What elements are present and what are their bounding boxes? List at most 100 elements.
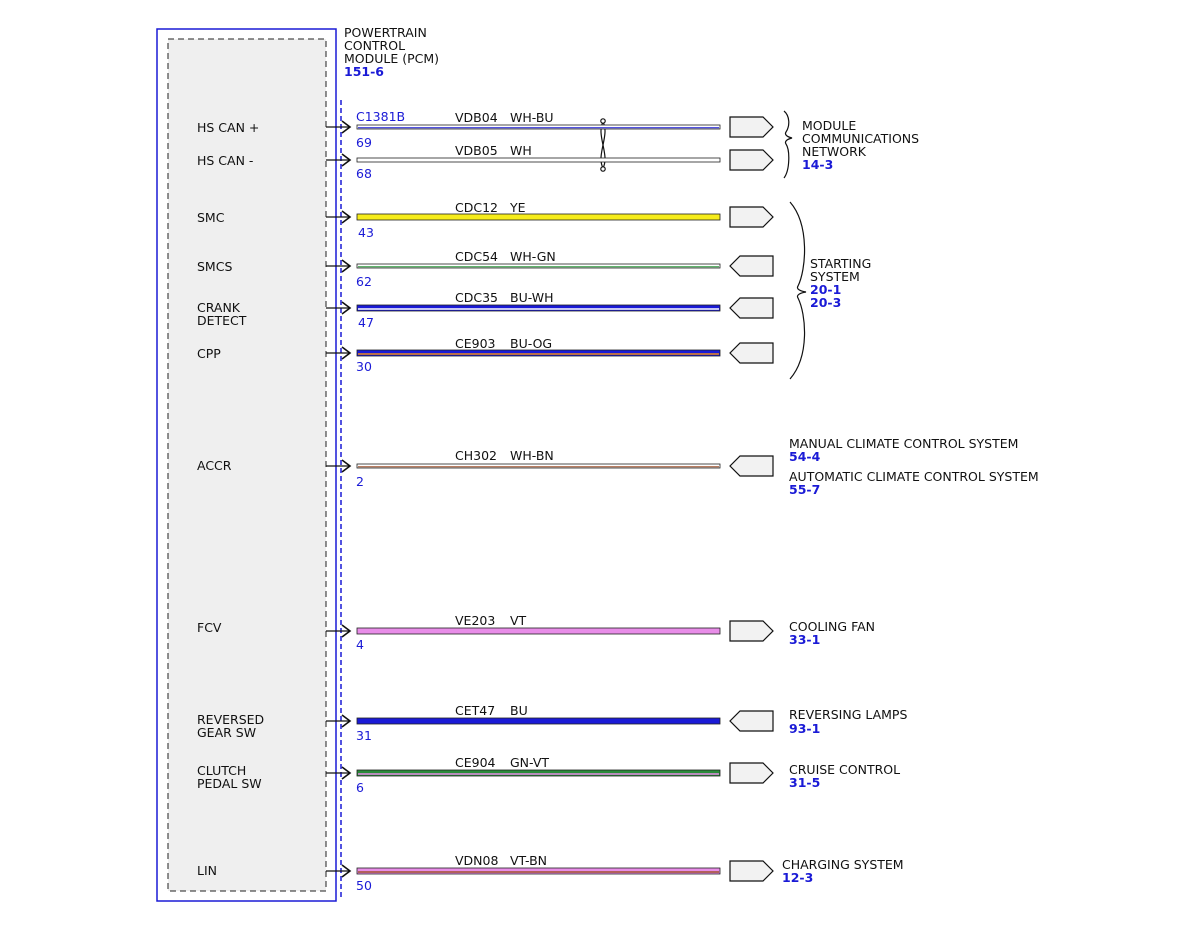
signal-label: PEDAL SW — [197, 776, 262, 791]
wire-color-code: WH-BU — [510, 110, 554, 125]
pin-number: 4 — [356, 637, 364, 652]
network-brace — [783, 110, 793, 179]
signal-row-reversed-gear-sw: REVERSED GEAR SW 31 CET47 BU — [197, 703, 528, 743]
wire-end-connector-icon — [729, 762, 774, 784]
signal-label: CRANK — [197, 300, 241, 315]
circuit-id: VE203 — [455, 613, 495, 628]
pin-chevron-icon — [341, 714, 352, 728]
wire-end-connector-icon — [729, 255, 774, 277]
pin-chevron-icon — [341, 624, 352, 638]
signal-row-smcs: SMCS 62 CDC54 WH-GN — [197, 249, 556, 289]
dest-label: CRUISE CONTROL — [789, 762, 900, 777]
signal-row-smc: SMC 43 CDC12 YE — [197, 200, 526, 240]
dest-label: MANUAL CLIMATE CONTROL SYSTEM — [789, 436, 1018, 451]
wire-color-code: BU-WH — [510, 290, 554, 305]
dest-charging: CHARGING SYSTEM 12-3 — [782, 857, 904, 885]
dest-ref: 55-7 — [789, 482, 820, 497]
wire-end-connector-icon — [729, 710, 774, 732]
pin-number: 2 — [356, 474, 364, 489]
pin-chevron-icon — [341, 153, 352, 167]
module-ref: 151-6 — [344, 64, 384, 79]
module-title-line-2: CONTROL — [344, 38, 405, 53]
module-title-line-3: MODULE (PCM) — [344, 51, 439, 66]
wires-layer — [326, 116, 774, 882]
wire-color-code: WH-GN — [510, 249, 556, 264]
dest-label: REVERSING LAMPS — [789, 707, 907, 722]
dest-ref: 12-3 — [782, 870, 813, 885]
wire-end-connector-icon — [729, 206, 774, 228]
dest-label: MODULE — [802, 118, 856, 133]
dest-starting: STARTING SYSTEM 20-1 20-3 — [810, 256, 871, 310]
signal-label: FCV — [197, 620, 222, 635]
pin-number: 47 — [358, 315, 374, 330]
circuit-id: CH302 — [455, 448, 497, 463]
wire-body — [356, 157, 721, 163]
wire-color-code: WH — [510, 143, 532, 158]
dest-label: COOLING FAN — [789, 619, 875, 634]
pin-chevron-icon — [341, 259, 352, 273]
starting-brace — [789, 201, 807, 380]
signal-label: ACCR — [197, 458, 232, 473]
dest-reversing: REVERSING LAMPS 93-1 — [789, 707, 907, 736]
module-inner-box — [167, 38, 327, 892]
wire-body — [356, 867, 721, 875]
signal-label: SMCS — [197, 259, 232, 274]
dest-climate-manual: MANUAL CLIMATE CONTROL SYSTEM 54-4 — [789, 436, 1018, 464]
signal-row-crank-detect: CRANK DETECT 47 CDC35 BU-WH — [197, 290, 554, 330]
signal-label: HS CAN + — [197, 120, 259, 135]
wire-end-connector-icon — [729, 116, 774, 138]
wire-body — [356, 769, 721, 777]
signal-label: GEAR SW — [197, 725, 256, 740]
pin-number: 30 — [356, 359, 372, 374]
signal-label: DETECT — [197, 313, 247, 328]
pin-chevron-icon — [341, 301, 352, 315]
dest-ref: 54-4 — [789, 449, 821, 464]
circuit-id: CET47 — [455, 703, 495, 718]
wire-end-connector-icon — [729, 297, 774, 319]
circuit-id: VDB05 — [455, 143, 498, 158]
dest-network: MODULE COMMUNICATIONS NETWORK 14-3 — [802, 118, 919, 172]
dest-cooling: COOLING FAN 33-1 — [789, 619, 875, 647]
pin-number: 50 — [356, 878, 372, 893]
wire-body — [356, 463, 721, 469]
circuit-id: CE904 — [455, 755, 496, 770]
dest-label: NETWORK — [802, 144, 867, 159]
pin-chevron-icon — [341, 459, 352, 473]
pin-chevron-icon — [341, 346, 352, 360]
circuit-id: CE903 — [455, 336, 496, 351]
wire-end-connector-icon — [729, 342, 774, 364]
wire-body — [356, 627, 721, 635]
signal-row-fcv: FCV 4 VE203 VT — [197, 613, 527, 652]
wire-color-code: VT-BN — [510, 853, 547, 868]
signal-row-accr: ACCR 2 CH302 WH-BN — [197, 448, 554, 489]
signal-label: CPP — [197, 346, 221, 361]
wire-color-code: WH-BN — [510, 448, 554, 463]
wire-body — [356, 263, 721, 269]
signal-row-hs-can-minus: HS CAN - 68 VDB05 WH — [197, 143, 532, 181]
wire-color-code: YE — [509, 200, 526, 215]
circuit-id: CDC54 — [455, 249, 498, 264]
dest-ref: 20-1 — [810, 282, 841, 297]
circuit-id: VDN08 — [455, 853, 498, 868]
wire-body — [356, 304, 721, 312]
dest-ref: 20-3 — [810, 295, 841, 310]
dest-cruise: CRUISE CONTROL 31-5 — [789, 762, 900, 790]
circuit-id: VDB04 — [455, 110, 498, 125]
signal-row-lin: LIN 50 VDN08 VT-BN — [197, 853, 547, 893]
wire-body — [356, 349, 721, 357]
signal-label: LIN — [197, 863, 217, 878]
pin-chevron-icon — [341, 210, 352, 224]
wire-end-connector-icon — [729, 455, 774, 477]
dest-label: SYSTEM — [810, 269, 860, 284]
signal-label: CLUTCH — [197, 763, 246, 778]
pin-number: 6 — [356, 780, 364, 795]
wire-color-code: BU-OG — [510, 336, 552, 351]
dest-ref: 93-1 — [789, 721, 820, 736]
signal-label: SMC — [197, 210, 225, 225]
wire-end-connector-icon — [729, 860, 774, 882]
pin-chevron-icon — [341, 864, 352, 878]
signal-row-clutch-pedal-sw: CLUTCH PEDAL SW 6 CE904 GN-VT — [197, 755, 549, 795]
dest-label: COMMUNICATIONS — [802, 131, 919, 146]
dest-label: AUTOMATIC CLIMATE CONTROL SYSTEM — [789, 469, 1039, 484]
